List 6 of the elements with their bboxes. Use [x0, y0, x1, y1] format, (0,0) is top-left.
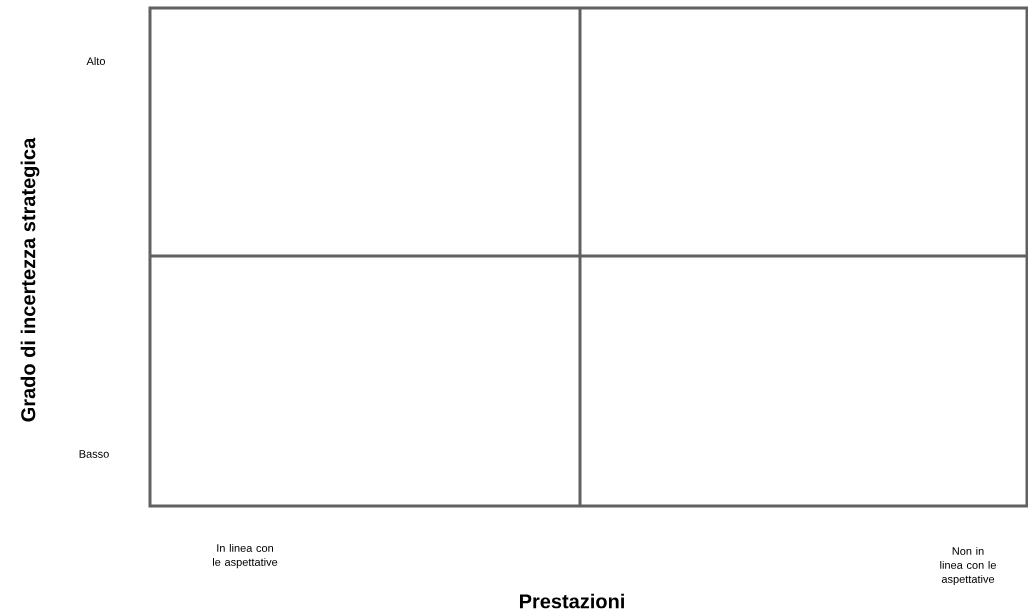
axis-title: Grado di incertezza strategica: [20, 137, 40, 422]
axis-level-label: Alto: [86, 56, 105, 66]
axis-level-label: Basso: [79, 450, 109, 458]
axis-level-label: In linea con le aspettative: [213, 543, 278, 569]
axis-level-label: Non in linea con le aspettative: [940, 546, 996, 586]
axis-title: Prestazioni: [520, 593, 624, 609]
